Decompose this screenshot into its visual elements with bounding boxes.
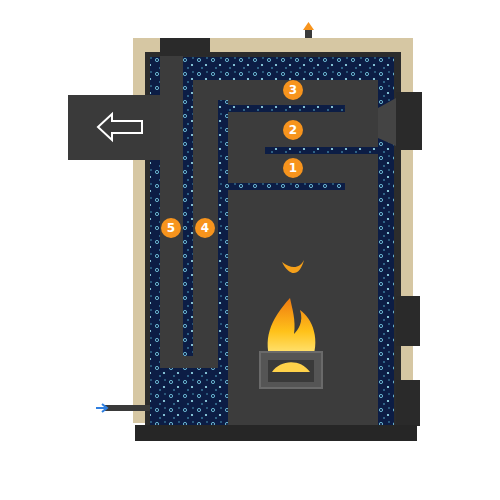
callout-number: 2 bbox=[283, 120, 303, 140]
callout-number: 4 bbox=[195, 218, 215, 238]
callout-number: 3 bbox=[283, 80, 303, 100]
callout-number: 5 bbox=[161, 218, 181, 238]
callout-number: 1 bbox=[283, 158, 303, 178]
